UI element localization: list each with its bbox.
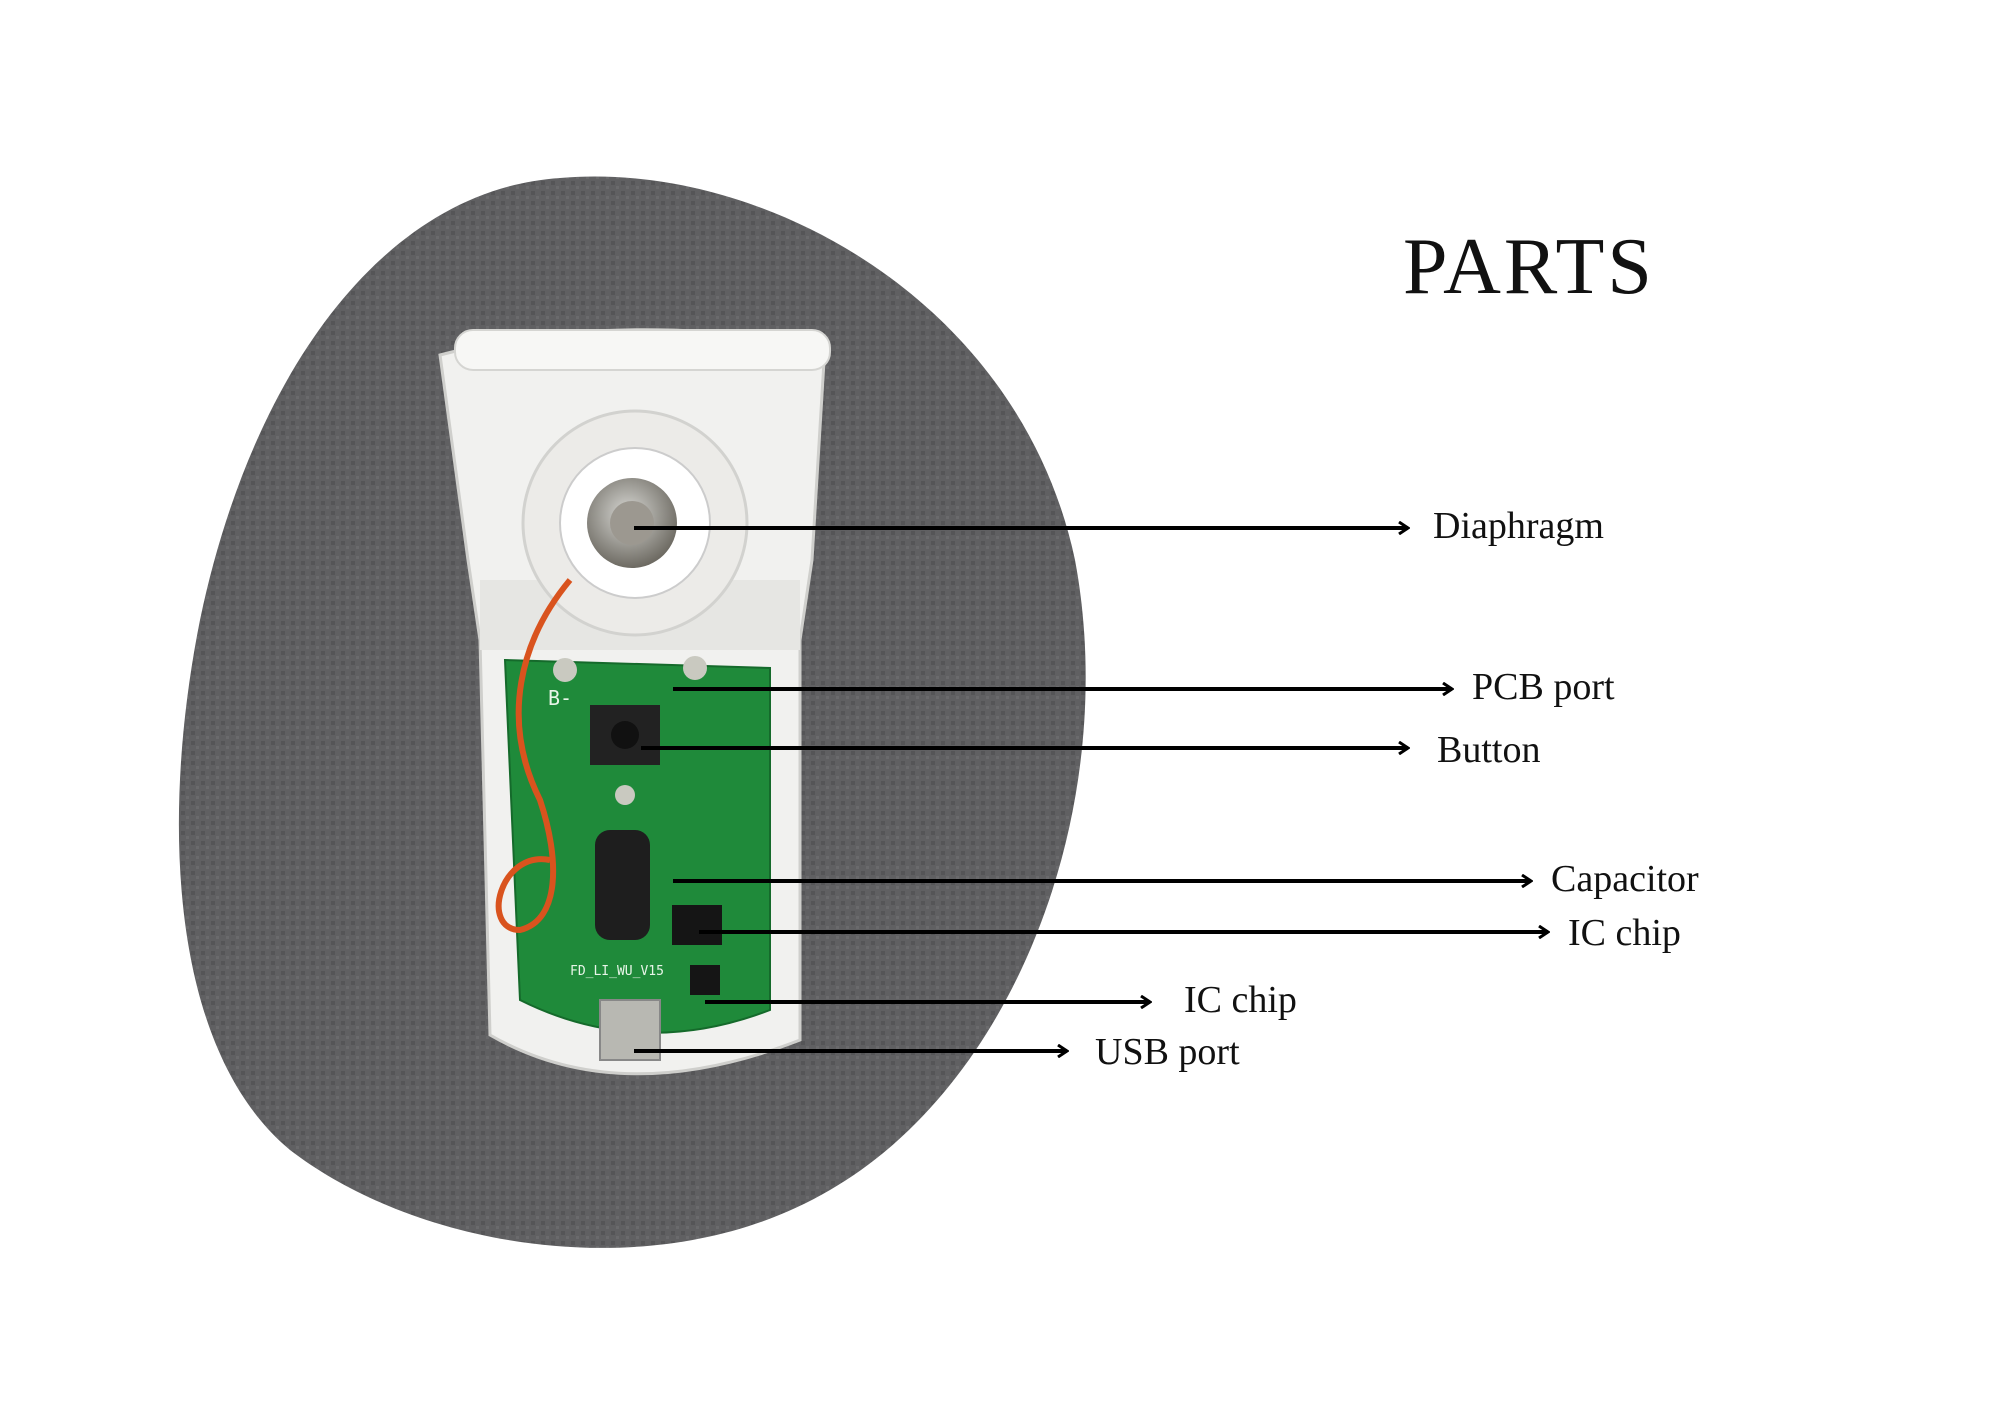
callout-arrows [634, 528, 1548, 1051]
label-ic-chip: IC chip [1568, 912, 1681, 954]
wire [495, 578, 573, 934]
page-title: PARTS [1403, 223, 1655, 311]
label-capacitor: Capacitor [1551, 858, 1699, 900]
label-diaphragm: Diaphragm [1433, 505, 1604, 547]
svg-text:FD_LI_WU_V15: FD_LI_WU_V15 [570, 964, 664, 979]
label-pcb-port: PCB port [1472, 666, 1615, 708]
diaphragm-part [521, 409, 749, 637]
pcb: B- FD_LI_WU_V15 [503, 656, 771, 1061]
label-ic-chip: IC chip [1184, 979, 1297, 1021]
label-usb-port: USB port [1095, 1031, 1240, 1073]
label-button: Button [1437, 729, 1541, 771]
svg-text:B-: B- [548, 686, 572, 710]
